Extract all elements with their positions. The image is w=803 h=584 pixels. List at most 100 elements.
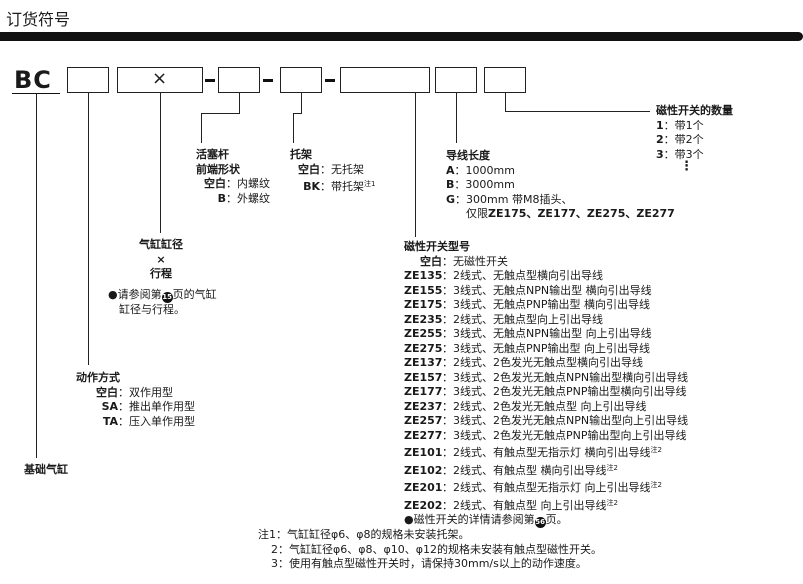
bore-section: 气缸缸径 × 行程 <box>136 238 186 282</box>
switch-desc: 3线式、无触点PNP输出型 横向引出导线 <box>453 298 650 311</box>
switch-code: ZE202 <box>404 498 443 512</box>
switch-type-item: ZE201：2线式、有触点型无指示灯 向上引出导线注2 <box>404 481 662 494</box>
code-box-action <box>67 67 109 93</box>
model-prefix: BC <box>14 66 52 94</box>
code-box-bore-stroke <box>117 67 203 93</box>
switch-desc: 3线式、无触点NPN输出型 横向引出导线 <box>453 283 652 297</box>
switch-desc: 3线式、2色发光无触点PNP输出型向上引出导线 <box>453 428 687 442</box>
dash-1 <box>205 79 215 82</box>
wire-section: 导线长度 A：1000mm B：3000mm G：300mm 带M8插头、 仅限… <box>446 149 675 222</box>
switch-type-item: ZE275：3线式、无触点PNP输出型 向上引出导线 <box>404 341 650 355</box>
connector-switch-type <box>415 93 416 237</box>
switch-type-item: ZE137：2线式、2色发光无触点型横向引出导线 <box>404 356 643 369</box>
switch-desc: 2线式、2色发光无触点型 向上引出导线 <box>453 399 647 413</box>
switch-qty-heading: 磁性开关的数量 <box>656 104 733 117</box>
switch-code: ZE135 <box>404 269 443 282</box>
connector-rod-v1 <box>239 93 240 113</box>
code-box-wire <box>435 67 477 93</box>
connector-rod-v2 <box>201 113 202 143</box>
switch-desc: 3线式、无触点PNP输出型 向上引出导线 <box>453 341 650 355</box>
bore-note: ●请参阅第15页的气缸 缸径与行程。 <box>108 288 217 316</box>
switch-type-item: ZE202：2线式、有触点型 向上引出导线注2 <box>404 498 618 512</box>
footnote-ref: 注2 <box>606 463 618 472</box>
switch-desc: 3线式、2色发光无触点PNP输出型横向引出导线 <box>453 385 687 398</box>
footnote-ref: 注2 <box>650 481 662 489</box>
connector-base <box>36 94 37 458</box>
switch-desc: 2线式、有触点型无指示灯 横向引出导线 <box>453 446 651 459</box>
action-text: 压入单作用型 <box>129 414 195 428</box>
wire-item: A：1000mm <box>446 163 515 177</box>
switch-type-item: ZE175：3线式、无触点PNP输出型 横向引出导线 <box>404 298 650 311</box>
connector-qty-v <box>505 93 506 111</box>
more-ellipsis: ⋮ <box>680 159 693 174</box>
switch-desc: 2线式、有触点型 向上引出导线 <box>453 498 607 512</box>
code-box-qty <box>484 67 526 93</box>
action-item: TA：压入单作用型 <box>76 415 195 430</box>
footnotes: 注1：气缸缸径φ6、φ8的规格未安装托架。 2：气缸缸径φ6、φ8、φ10、φ1… <box>258 528 602 572</box>
switch-type-item: ZE155：3线式、无触点NPN输出型 横向引出导线 <box>404 283 652 297</box>
rod-item: 空白：内螺纹 <box>204 177 270 190</box>
wire-heading: 导线长度 <box>446 149 490 162</box>
switch-desc: 3线式、2色发光无触点NPN输出型向上引出导线 <box>453 414 689 427</box>
connector-qty-h <box>505 111 650 112</box>
bore-label: 气缸缸径 <box>139 238 183 251</box>
switch-desc: 2线式、2色发光无触点型横向引出导线 <box>453 356 643 369</box>
switch-code: 空白 <box>420 254 442 268</box>
switch-code: ZE101 <box>404 446 443 459</box>
connector-bore <box>160 93 161 233</box>
switch-qty-item: 2：带2个 <box>656 133 704 146</box>
action-text: 双作用型 <box>129 385 173 399</box>
cylinder-base-label: 基础气缸 <box>24 463 68 476</box>
rod-heading-2: 前端形状 <box>196 162 240 176</box>
switch-type-item: ZE257：3线式、2色发光无触点NPN输出型向上引出导线 <box>404 414 689 427</box>
connector-action <box>88 93 89 365</box>
switch-type-item: ZE255：3线式、无触点NPN输出型 向上引出导线 <box>404 327 652 340</box>
switch-desc: 3线式、2色发光无触点NPN输出型横向引出导线 <box>453 370 689 384</box>
switch-code: ZE201 <box>404 481 443 494</box>
action-code: TA <box>102 414 118 428</box>
switch-code: ZE237 <box>404 399 443 413</box>
rod-item: B：外螺纹 <box>217 191 270 205</box>
bracket-item: 空白：无托架 <box>298 162 364 176</box>
switch-code: ZE277 <box>404 428 443 442</box>
switch-desc: 2线式、无触点型向上引出导线 <box>453 312 603 326</box>
switch-type-item: ZE237：2线式、2色发光无触点型 向上引出导线 <box>404 399 647 413</box>
bracket-heading: 托架 <box>290 148 312 161</box>
switch-code: ZE177 <box>404 385 443 398</box>
switch-type-item: ZE101：2线式、有触点型无指示灯 横向引出导线注2 <box>404 446 662 459</box>
footnote-2: 2：气缸缸径φ6、φ8、φ10、φ12的规格未安装有触点型磁性开关。 <box>271 542 603 556</box>
switch-type-item: ZE235：2线式、无触点型向上引出导线 <box>404 312 603 326</box>
switch-code: ZE257 <box>404 414 443 427</box>
action-heading: 动作方式 <box>76 371 120 384</box>
action-item: 空白：双作用型 <box>76 386 195 401</box>
rod-section: 活塞杆 前端形状 空白：内螺纹 B：外螺纹 <box>196 148 270 206</box>
connector-bracket-h <box>293 113 302 114</box>
connector-wire <box>456 93 457 143</box>
connector-bracket-v2 <box>293 113 294 143</box>
switch-type-item: ZE277：3线式、2色发光无触点PNP输出型向上引出导线 <box>404 428 687 442</box>
wire-item: G：300mm 带M8插头、 <box>446 192 573 206</box>
switch-note: ●磁性开关的详情请参阅第56页。 <box>404 513 568 528</box>
stroke-label: 行程 <box>150 267 172 280</box>
switch-type-item: ZE102：2线式、有触点型 横向引出导线注2 <box>404 463 618 477</box>
switch-code: ZE137 <box>404 356 443 369</box>
page-title: 订货符号 <box>6 10 71 29</box>
switch-code: ZE175 <box>404 298 443 311</box>
switch-desc: 2线式、有触点型 横向引出导线 <box>453 463 607 477</box>
switch-qty-section: 磁性开关的数量 1：带1个 2：带2个 3：带3个 ⋮ <box>656 104 733 174</box>
bore-cross: × <box>156 252 166 266</box>
action-text: 推出单作用型 <box>129 400 195 413</box>
header-rule <box>0 32 803 41</box>
connector-bracket-v1 <box>301 93 302 113</box>
switch-code: ZE235 <box>404 312 443 326</box>
cross-symbol: × <box>152 68 168 89</box>
dash-3 <box>325 79 335 82</box>
bracket-item: BK：带托架注1 <box>303 180 376 193</box>
action-code: 空白 <box>96 385 118 399</box>
dash-2 <box>263 79 273 82</box>
footnote-3: 3：使用有触点型磁性开关时，请保持30mm/s以上的动作速度。 <box>271 557 587 570</box>
footnote-1: 注1：气缸缸径φ6、φ8的规格未安装托架。 <box>258 528 470 541</box>
switch-code: ZE275 <box>404 341 443 355</box>
